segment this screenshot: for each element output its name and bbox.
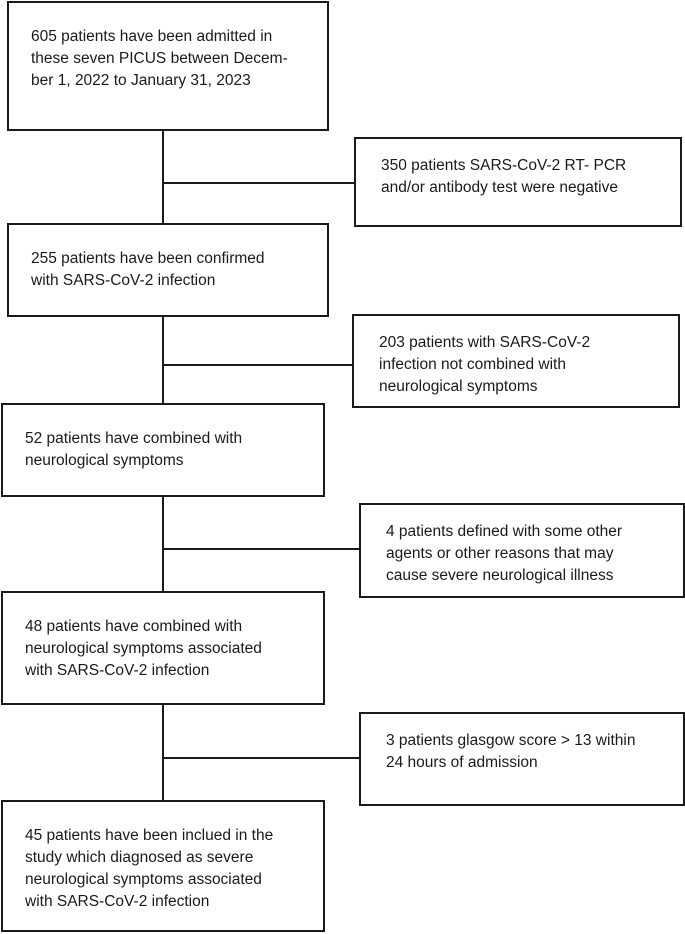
connector-line xyxy=(162,703,164,802)
connector-line xyxy=(162,315,164,405)
flow-box-text: 255 patients have been confirmed with SA… xyxy=(31,250,265,289)
flow-box-confirmed: 255 patients have been confirmed with SA… xyxy=(7,223,329,317)
exclusion-box-text: 4 patients defined with some other agent… xyxy=(386,523,623,584)
exclusion-box-text: 350 patients SARS-CoV-2 RT- PCR and/or a… xyxy=(381,157,627,196)
exclusion-box-negative-test: 350 patients SARS-CoV-2 RT- PCR and/or a… xyxy=(354,137,682,227)
flow-box-neurological: 52 patients have combined with neurologi… xyxy=(1,403,325,497)
exclusion-box-no-neurological: 203 patients with SARS-CoV-2 infection n… xyxy=(352,314,680,408)
flow-box-text: 48 patients have combined with neurologi… xyxy=(25,618,262,679)
exclusion-box-other-agents: 4 patients defined with some other agent… xyxy=(359,503,685,598)
flow-box-text: 45 patients have been inclued in the stu… xyxy=(25,827,274,910)
connector-line xyxy=(162,495,164,593)
branch-line xyxy=(162,182,356,184)
flow-box-admitted: 605 patients have been admitted in these… xyxy=(7,1,329,131)
flow-box-associated: 48 patients have combined with neurologi… xyxy=(1,591,325,705)
branch-line xyxy=(162,757,361,759)
flow-box-included: 45 patients have been inclued in the stu… xyxy=(1,800,325,932)
branch-line xyxy=(162,548,361,550)
branch-line xyxy=(162,364,354,366)
connector-line xyxy=(162,129,164,225)
flow-box-text: 52 patients have combined with neurologi… xyxy=(25,430,243,469)
exclusion-box-text: 3 patients glasgow score > 13 within 24 … xyxy=(386,732,636,771)
exclusion-box-text: 203 patients with SARS-CoV-2 infection n… xyxy=(379,334,591,395)
exclusion-box-glasgow: 3 patients glasgow score > 13 within 24 … xyxy=(359,712,685,806)
flow-box-text: 605 patients have been admitted in these… xyxy=(31,28,288,89)
